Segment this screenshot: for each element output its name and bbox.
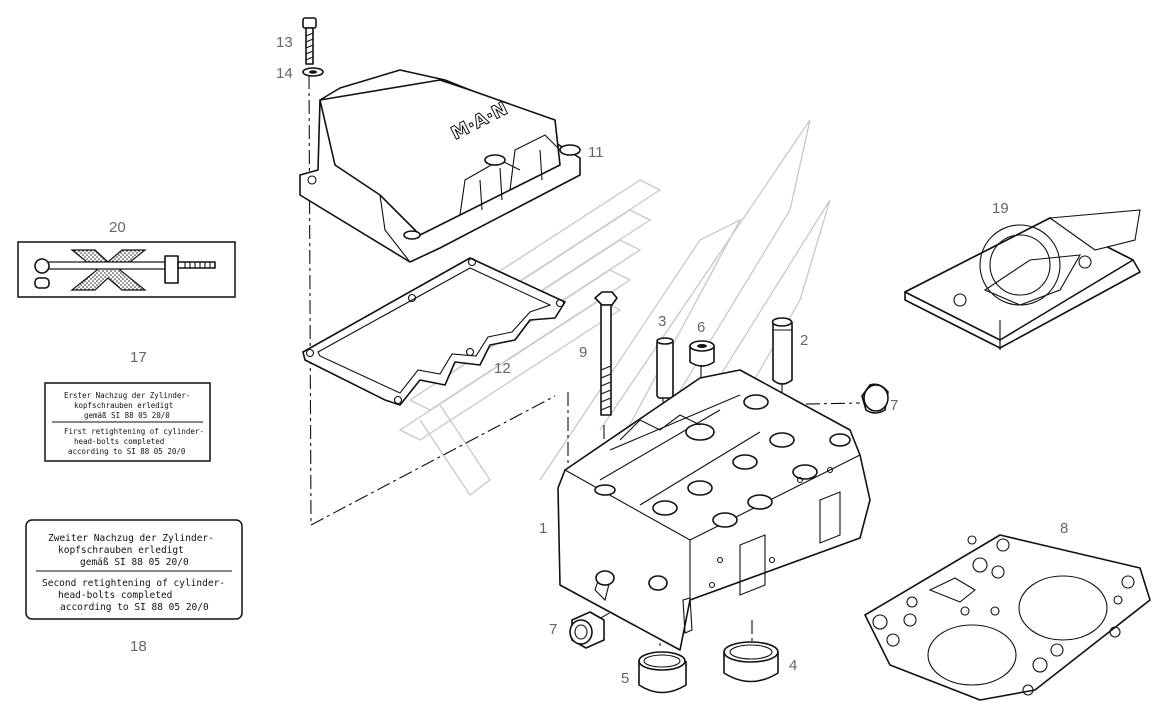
callout-1: 1 <box>539 520 547 537</box>
cover-bolt <box>302 17 317 65</box>
injector-sleeve <box>771 317 793 385</box>
label-17-line-4: First retightening of cylinder- <box>64 427 204 436</box>
callout-5: 5 <box>621 670 629 687</box>
gasket-kit-package <box>904 209 1141 350</box>
label-18-line-5: head-bolts completed <box>58 590 172 601</box>
valve-seat-ring-4 <box>723 641 779 683</box>
callout-11: 11 <box>588 144 604 161</box>
callout-3: 3 <box>658 313 666 330</box>
callout-7-right: 7 <box>890 397 898 414</box>
callout-18: 18 <box>130 638 147 655</box>
cylinder-head <box>557 369 871 651</box>
label-17-line-3: gemäß SI 88 05 20/0 <box>84 411 170 420</box>
label-17-line-1: Erster Nachzug der Zylinder- <box>64 391 190 400</box>
callout-2: 2 <box>800 332 808 349</box>
cover-washer <box>302 67 324 77</box>
head-bolt <box>594 291 618 416</box>
sealing-plug-right <box>861 383 889 414</box>
label-18-line-1: Zweiter Nachzug der Zylinder- <box>48 533 214 544</box>
callouts: 1 2 3 4 5 6 7 7 8 9 11 12 13 14 17 18 19… <box>109 34 1068 687</box>
callout-7-left: 7 <box>549 621 557 638</box>
label-18-line-3: gemäß SI 88 05 20/0 <box>80 557 189 568</box>
label-17-line-6: according to SI 88 05 20/0 <box>68 447 186 456</box>
retightening-label-first: Erster Nachzug der Zylinder- kopfschraub… <box>44 382 211 462</box>
callout-17: 17 <box>130 349 147 366</box>
sealing-plug-left <box>569 611 605 649</box>
callout-8: 8 <box>1060 520 1068 537</box>
label-17-line-5: head-bolts completed <box>74 437 164 446</box>
retightening-label-second: Zweiter Nachzug der Zylinder- kopfschrau… <box>25 519 243 620</box>
valve-guide <box>656 337 674 399</box>
label-18-line-6: according to SI 88 05 20/0 <box>60 602 209 613</box>
callout-19: 19 <box>992 200 1009 217</box>
callout-9: 9 <box>579 344 587 361</box>
callout-4: 4 <box>789 657 797 674</box>
label-18-line-2: kopfschrauben erledigt <box>58 545 184 556</box>
label-17-line-2: kopfschrauben erledigt <box>74 401 173 410</box>
callout-14: 14 <box>276 65 293 82</box>
callout-13: 13 <box>276 34 293 51</box>
valve-seat-ring-5 <box>638 651 687 694</box>
cylinder-head-gasket <box>864 534 1151 701</box>
cover-gasket <box>302 257 566 406</box>
callout-20: 20 <box>109 219 126 236</box>
valve-cover: M·A·N <box>299 69 581 263</box>
valve-stem-seal <box>689 340 715 367</box>
label-18-line-4: Second retightening of cylinder- <box>42 578 225 589</box>
callout-12: 12 <box>494 360 511 377</box>
callout-6: 6 <box>697 319 705 336</box>
tool-label-20 <box>17 241 236 298</box>
